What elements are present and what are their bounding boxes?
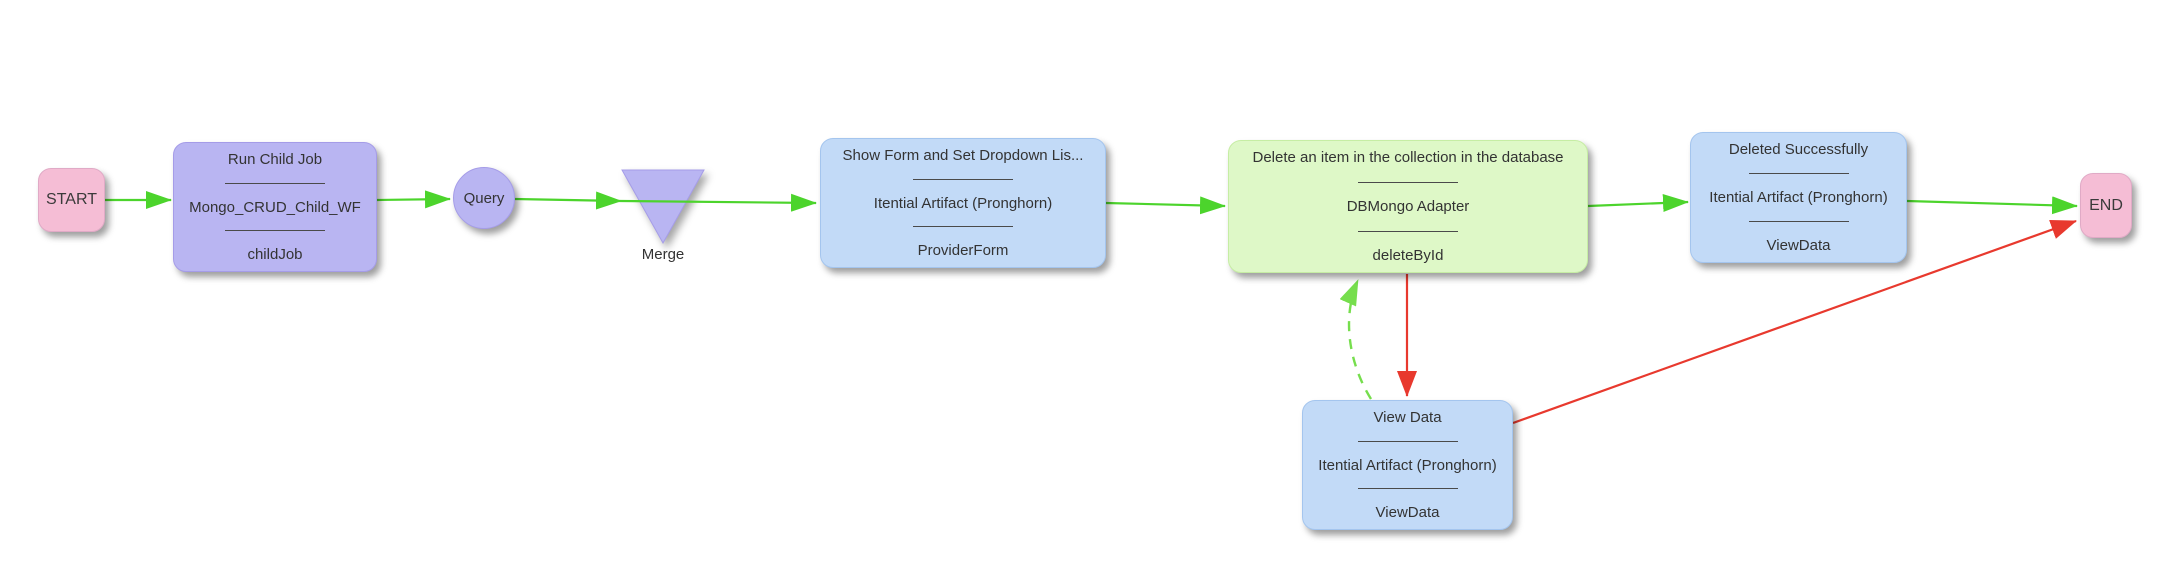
divider (1358, 230, 1458, 232)
divider (225, 230, 325, 232)
node-title: Delete an item in the collection in the … (1252, 149, 1564, 166)
node-app: Itential Artifact (Pronghorn) (1709, 189, 1888, 206)
divider (225, 182, 325, 184)
merge-node-shape[interactable] (621, 169, 705, 245)
node-title: Deleted Successfully (1728, 141, 1869, 158)
divider (1748, 221, 1849, 222)
query-node[interactable]: Query (453, 167, 515, 229)
node-app: DBMongo Adapter (1346, 198, 1470, 215)
end-node[interactable]: END (2080, 173, 2132, 238)
edge-deleted-successfully-to-end[interactable] (1906, 196, 2078, 215)
divider (913, 178, 1013, 180)
end-label: END (2089, 196, 2123, 214)
node-method: deleteById (1372, 247, 1444, 264)
node-title: Run Child Job (227, 151, 323, 168)
divider (1357, 440, 1458, 442)
query-label: Query (463, 189, 505, 207)
edge-view-data-to-end[interactable] (1512, 219, 2077, 425)
start-node[interactable]: START (38, 168, 105, 232)
node-title: View Data (1373, 409, 1442, 426)
delete-item-node[interactable]: Delete an item in the collection in the … (1228, 140, 1588, 273)
edge-delete-item-to-deleted-successfully[interactable] (1587, 194, 1689, 212)
divider (1358, 181, 1458, 183)
divider (1357, 488, 1458, 490)
node-method: ProviderForm (917, 242, 1009, 259)
node-app: Mongo_CRUD_Child_WF (189, 198, 361, 216)
edge-run-child-job-to-query[interactable] (376, 190, 451, 209)
node-method: childJob (247, 246, 303, 263)
merge-label: Merge (641, 246, 685, 263)
edge-view-data-to-delete-item-dashed[interactable] (1339, 279, 1373, 400)
node-app: Itential Artifact (Pronghorn) (873, 194, 1053, 212)
divider (1748, 173, 1849, 174)
edge-provider-form-to-delete-item[interactable] (1105, 196, 1226, 215)
edge-query-to-merge[interactable] (514, 191, 622, 210)
start-label: START (46, 191, 97, 208)
node-method: ViewData (1766, 237, 1831, 254)
node-app: Itential Artifact (Pronghorn) (1318, 456, 1497, 474)
divider (913, 226, 1013, 228)
node-method: ViewData (1375, 504, 1440, 521)
deleted-successfully-node[interactable]: Deleted Successfully Itential Artifact (… (1690, 132, 1907, 263)
provider-form-node[interactable]: Show Form and Set Dropdown Lis... Itenti… (820, 138, 1106, 268)
view-data-node[interactable]: View Data Itential Artifact (Pronghorn) … (1302, 400, 1513, 530)
run-child-job-node[interactable]: Run Child Job Mongo_CRUD_Child_WF childJ… (173, 142, 377, 272)
node-title: Show Form and Set Dropdown Lis... (842, 147, 1084, 164)
edge-merge-to-provider-form[interactable] (620, 193, 817, 212)
